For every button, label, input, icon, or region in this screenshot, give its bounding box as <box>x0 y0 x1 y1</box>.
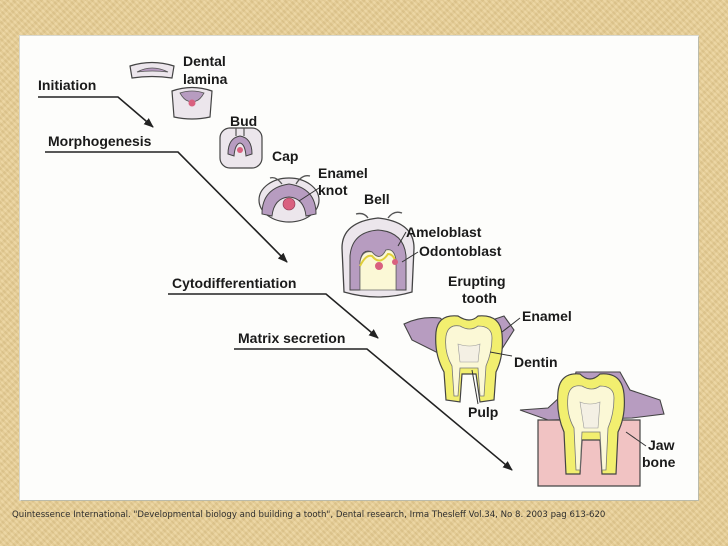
label-enamel: Enamel <box>522 308 572 324</box>
cap-illustration <box>219 127 263 169</box>
label-ameloblast: Ameloblast <box>406 224 482 240</box>
label-lamina: lamina <box>183 71 228 87</box>
bell-illustration <box>341 211 415 298</box>
jaw-bone-tooth-illustration <box>519 371 665 487</box>
label-jaw: Jaw <box>648 437 675 453</box>
enamel-knot-illustration <box>258 175 320 223</box>
label-bell: Bell <box>364 191 390 207</box>
matrix-secretion-arrow <box>234 348 513 471</box>
stage-label-initiation: Initiation <box>38 77 96 93</box>
stage-label-matrix-secretion: Matrix secretion <box>238 330 345 346</box>
leader-lines <box>298 187 647 447</box>
citation: Quintessence International. "Development… <box>12 510 606 520</box>
label-dental: Dental <box>183 53 226 69</box>
label-cap: Cap <box>272 148 298 164</box>
stage-label-morphogenesis: Morphogenesis <box>48 133 152 149</box>
bud-illustration <box>171 86 213 120</box>
erupting-tooth-illustration <box>403 315 515 403</box>
stage-label-cytodifferentiation: Cytodifferentiation <box>172 275 296 291</box>
label-erupting: Erupting <box>448 273 506 289</box>
cytodifferentiation-arrow <box>168 293 379 339</box>
initiation-arrow <box>38 96 154 128</box>
label-bone: bone <box>642 454 676 470</box>
label-enamel-knot-2: knot <box>318 182 348 198</box>
label-dentin: Dentin <box>514 354 558 370</box>
label-enamel-knot-1: Enamel <box>318 165 368 181</box>
morphogenesis-arrow <box>45 151 288 263</box>
dental-lamina-illustration <box>129 61 175 79</box>
label-tooth: tooth <box>462 290 497 306</box>
label-odontoblast: Odontoblast <box>419 243 502 259</box>
label-pulp: Pulp <box>468 404 498 420</box>
label-bud: Bud <box>230 113 257 129</box>
